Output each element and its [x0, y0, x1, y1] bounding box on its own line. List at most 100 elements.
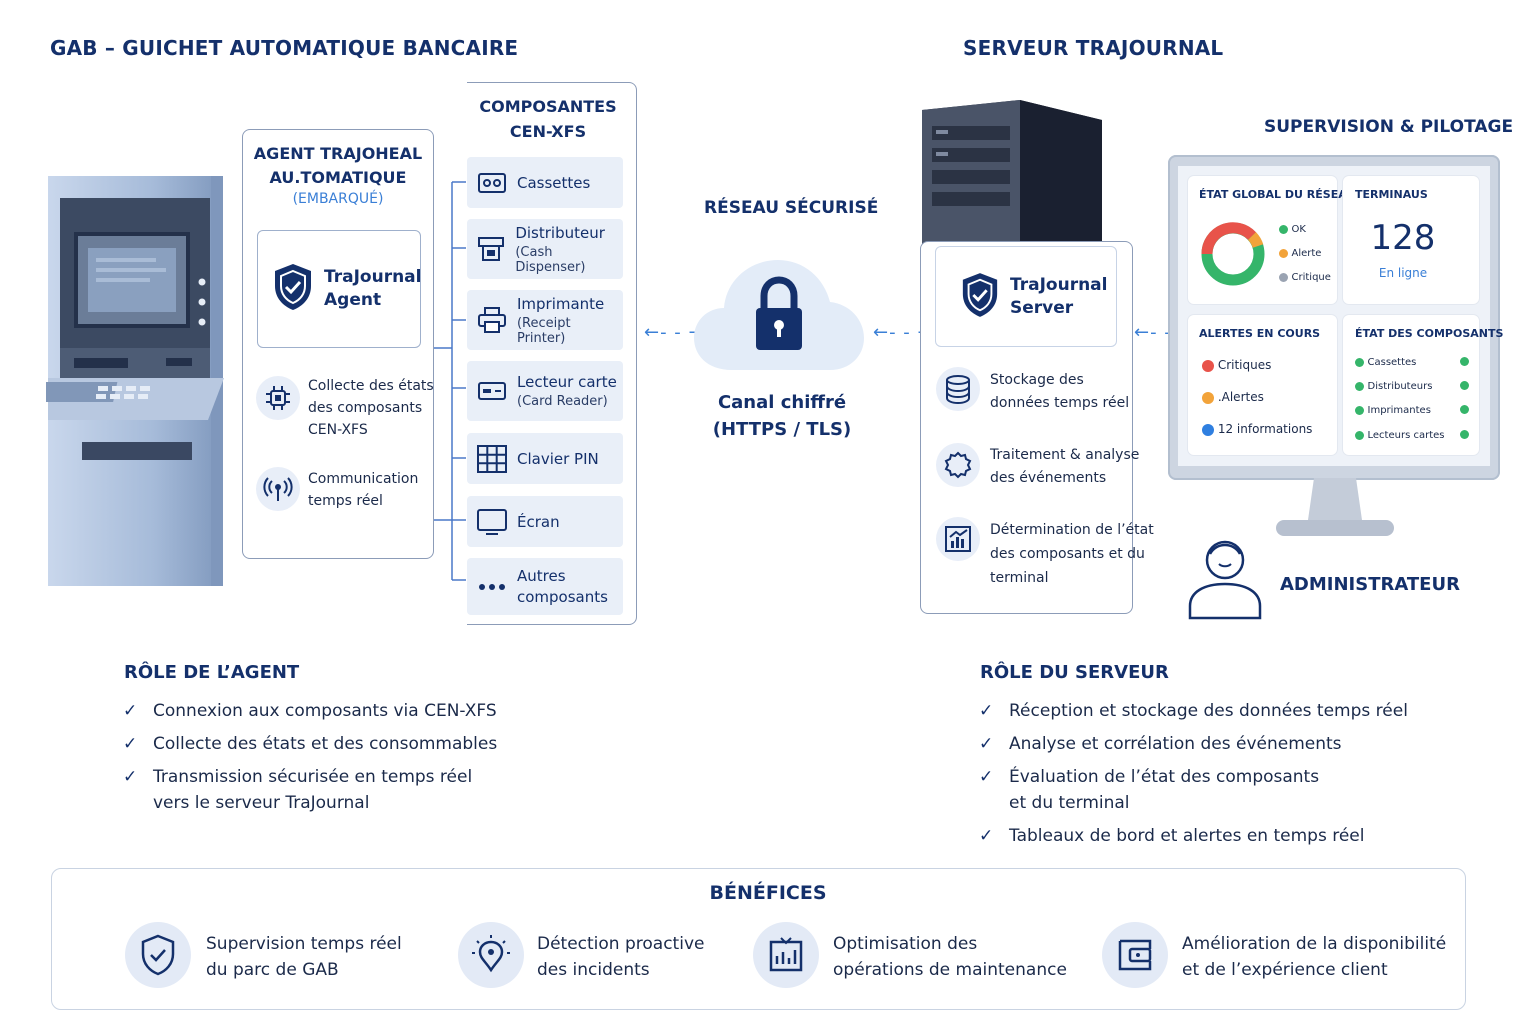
gear-icon: [936, 443, 980, 487]
check-icon: ✓: [123, 767, 138, 787]
server-feature-determination-line2: des composants et du: [990, 546, 1145, 562]
server-feature-processing: Traitement & analyse des événements: [990, 444, 1139, 490]
benefit-detection: Détection proactive des incidents: [537, 931, 704, 983]
benefit-availability-line1: Amélioration de la disponibilité: [1182, 934, 1447, 954]
check-icon: ✓: [979, 701, 994, 721]
agent-feature-comm-line1: Communication: [308, 471, 419, 487]
server-feature-processing-line1: Traitement & analyse: [990, 447, 1140, 463]
role-agent-item: ✓Collecte des états et des consommables: [123, 731, 497, 757]
role-server-item-text: Évaluation de l’état des composants: [1009, 767, 1320, 787]
agent-feature-collect: Collecte des états des composants CEN-XF…: [308, 375, 434, 441]
role-server-item-text-line2: et du terminal: [1009, 793, 1130, 813]
arrow-left: ←- - →: [644, 322, 705, 343]
server-section-title: SERVEUR TRAJOURNAL: [963, 36, 1224, 60]
server-feature-determination-line3: terminal: [990, 570, 1049, 586]
agent-components-connector: [434, 181, 466, 581]
role-agent-list: ✓ Connexion aux composants via CEN-XFS ✓C…: [123, 698, 497, 816]
benefit-maintenance-line1: Optimisation des: [833, 934, 978, 954]
component-cassettes-label: Cassettes: [517, 173, 591, 192]
check-icon: ✓: [979, 734, 994, 754]
component-screen: Écran: [467, 496, 623, 547]
benefit-availability: Amélioration de la disponibilité et de l…: [1182, 931, 1446, 983]
server-tower-illustration: [920, 96, 1106, 250]
keypad-icon: [467, 444, 517, 473]
benefits-title: BÉNÉFICES: [709, 882, 827, 904]
role-server-item: ✓ Réception et stockage des données temps…: [979, 698, 1408, 724]
agent-feature-comm-line2: temps réel: [308, 493, 383, 509]
status-row-dispensers: Distributeurs: [1355, 379, 1469, 392]
bulb-icon: [458, 922, 524, 988]
legend-ok: OK: [1279, 222, 1306, 235]
benefit-availability-line2: et de l’expérience client: [1182, 960, 1388, 980]
benefit-maintenance-line2: opérations de maintenance: [833, 960, 1067, 980]
role-agent-item-text: Collecte des états et des consommables: [153, 734, 498, 754]
role-agent-item-text-line2: vers le serveur TraJournal: [153, 793, 370, 813]
benefits-panel: [51, 868, 1466, 1010]
agent-feature-comm: Communication temps réel: [308, 468, 418, 512]
role-server-item-text: Tableaux de bord et alertes en temps rée…: [1009, 826, 1365, 846]
printer-icon: [467, 306, 517, 334]
component-card-reader: Lecteur carte(Card Reader): [467, 361, 623, 421]
maintenance-icon: [753, 922, 819, 988]
check-icon: ✓: [979, 826, 994, 846]
server-feature-storage-line1: Stockage des: [990, 372, 1084, 388]
benefit-supervision-line2: du parc de GAB: [206, 960, 339, 980]
benefit-maintenance: Optimisation des opérations de maintenan…: [833, 931, 1067, 983]
arrow-right: ←- - →: [873, 322, 934, 343]
cassette-icon: [467, 172, 517, 194]
monitor-stand: [1276, 478, 1394, 536]
shield-check-icon: [272, 262, 314, 316]
agent-brand-card: TraJournal Agent: [257, 230, 421, 348]
donut-chart: [1201, 222, 1265, 286]
card-terminals: TERMINAUS 128 En ligne: [1343, 176, 1479, 304]
agent-feature-collect-line2: des composants: [308, 400, 423, 416]
status-row-cassettes: Cassettes: [1355, 355, 1469, 368]
role-server-title: RÔLE DU SERVEUR: [980, 662, 1169, 683]
component-pin-pad-label: Clavier PIN: [517, 449, 599, 468]
server-feature-determination-line1: Détermination de l’état: [990, 522, 1154, 538]
server-brand-line2: Server: [1010, 297, 1074, 318]
server-feature-storage-line2: données temps réel: [990, 395, 1130, 411]
agent-title: AGENT TRAJOHEAL AU.TOMATIQUE: [242, 142, 434, 190]
legend-critical-label: Critique: [1291, 272, 1331, 283]
legend-ok-label: OK: [1291, 224, 1306, 235]
network-title: RÉSEAU SÉCURISÉ: [704, 198, 879, 218]
alert-info-row: 12 informations: [1202, 422, 1312, 436]
server-brand-line1: TraJournal: [1010, 274, 1108, 295]
supervision-title: SUPERVISION & PILOTAGE: [1264, 117, 1514, 137]
agent-title-line2: AU.TOMATIQUE: [269, 168, 407, 187]
server-brand-card: TraJournal Server: [935, 246, 1117, 347]
admin-label: ADMINISTRATEUR: [1280, 574, 1460, 595]
status-card-readers-label: Lecteurs cartes: [1367, 430, 1445, 441]
component-card-reader-label: Lecteur carte: [517, 373, 617, 391]
chip-icon: [256, 376, 300, 420]
role-server-item-text: Réception et stockage des données temps …: [1009, 701, 1408, 721]
role-server-item-text: Analyse et corrélation des événements: [1009, 734, 1342, 754]
alert-info-label: 12 informations: [1217, 422, 1313, 436]
component-cassettes: Cassettes: [467, 157, 623, 208]
admin-person-icon: [1186, 534, 1264, 624]
component-pin-pad: Clavier PIN: [467, 433, 623, 484]
role-server-item: ✓ Tableaux de bord et alertes en temps ré…: [979, 823, 1408, 849]
role-agent-item-text: Connexion aux composants via CEN-XFS: [153, 701, 497, 721]
terminals-count: 128: [1370, 218, 1436, 258]
legend-alert-label: Alerte: [1291, 248, 1322, 259]
terminals-status: En ligne: [1378, 266, 1428, 280]
components-title: COMPOSANTES CEN-XFS: [467, 94, 629, 144]
card-reader-icon: [467, 380, 517, 402]
agent-subtitle: (EMBARQUÉ): [292, 191, 384, 207]
channel-label-line1: Canal chiffré: [717, 392, 847, 413]
server-feature-processing-line2: des événements: [990, 470, 1107, 486]
server-feature-storage: Stockage des données temps réel: [990, 369, 1129, 415]
antenna-icon: [256, 467, 300, 511]
channel-label: Canal chiffré (HTTPS / TLS): [682, 389, 882, 443]
role-server-list: ✓ Réception et stockage des données temps…: [979, 698, 1408, 849]
alert-critical-label: Critiques: [1217, 358, 1272, 372]
legend-alert: Alerte: [1279, 246, 1321, 259]
cloud-lock-icon: [692, 250, 866, 378]
role-agent-item-text: Transmission sécurisée en temps réel: [153, 767, 473, 787]
legend-critical: Critique: [1279, 270, 1331, 283]
server-feature-determination: Détermination de l’état des composants e…: [990, 518, 1154, 590]
